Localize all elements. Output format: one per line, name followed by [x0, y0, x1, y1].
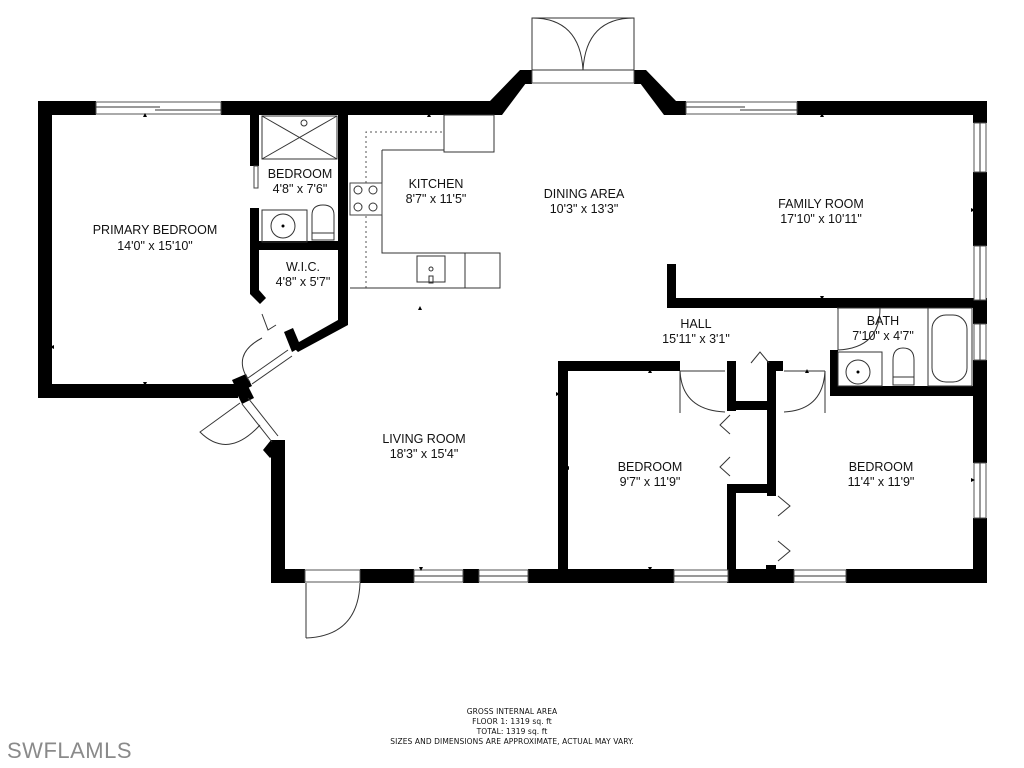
fixtures [261, 114, 973, 387]
room-label-bath: BATH [867, 314, 899, 328]
room-dims-family-room: 17'10" x 10'11" [780, 212, 862, 226]
walls [38, 70, 987, 583]
room-label-hall: HALL [680, 317, 711, 331]
room-dims-living-room: 18'3" x 15'4" [390, 447, 459, 461]
room-dims-ensuite-bedroom: 4'8" x 7'6" [273, 182, 328, 196]
room-dims-dining-area: 10'3" x 13'3" [550, 202, 619, 216]
room-label-bedroom-2: BEDROOM [618, 460, 683, 474]
dimension-markers [50, 113, 975, 571]
room-label-primary-bedroom: PRIMARY BEDROOM [93, 223, 218, 237]
room-dims-bedroom-3: 11'4" x 11'9" [848, 475, 915, 489]
windows [95, 69, 987, 583]
room-dims-hall: 15'11" x 3'1" [662, 332, 730, 346]
disclaimer: SIZES AND DIMENSIONS ARE APPROXIMATE, AC… [390, 737, 634, 746]
doors [199, 17, 881, 639]
floor-area: FLOOR 1: 1319 sq. ft [472, 717, 552, 726]
room-dims-bath: 7'10" x 4'7" [852, 329, 914, 343]
total-area: TOTAL: 1319 sq. ft [476, 727, 548, 736]
brand-watermark: SWFLAMLS [7, 738, 133, 763]
room-label-bedroom-3: BEDROOM [849, 460, 914, 474]
room-label-family-room: FAMILY ROOM [778, 197, 864, 211]
room-labels: PRIMARY BEDROOM 14'0" x 15'10" BEDROOM 4… [93, 167, 915, 489]
room-label-ensuite-bedroom: BEDROOM [268, 167, 333, 181]
room-dims-bedroom-2: 9'7" x 11'9" [620, 475, 681, 489]
room-dims-wic: 4'8" x 5'7" [276, 275, 331, 289]
room-label-kitchen: KITCHEN [409, 177, 464, 191]
area-summary: GROSS INTERNAL AREA FLOOR 1: 1319 sq. ft… [0, 707, 1024, 747]
room-label-dining-area: DINING AREA [544, 187, 625, 201]
gross-area-title: GROSS INTERNAL AREA [466, 707, 558, 716]
room-dims-primary-bedroom: 14'0" x 15'10" [117, 239, 193, 253]
room-label-living-room: LIVING ROOM [382, 432, 465, 446]
room-label-wic: W.I.C. [286, 260, 320, 274]
room-dims-kitchen: 8'7" x 11'5" [406, 192, 467, 206]
